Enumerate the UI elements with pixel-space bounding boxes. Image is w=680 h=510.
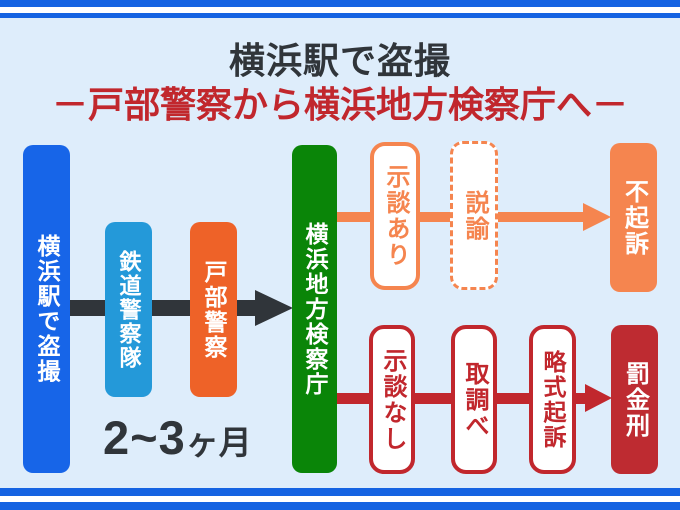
node-yokohama-station-voyeurism: 横浜駅で盗撮 (23, 145, 70, 473)
node-interrogation: 取調べ (451, 325, 497, 474)
node-non-prosecution: 不起訴 (610, 143, 657, 292)
duration-label: 2~3 ヶ月 (103, 410, 263, 465)
node-label: 示談あり (382, 164, 409, 268)
arrow-head-admonition-to-nonprosecution (583, 203, 611, 231)
node-fine-penalty: 罰金刑 (611, 325, 658, 474)
connector-prosecutor-to-settlement-yes (336, 212, 372, 222)
node-yokohama-district-prosecutors-office: 横浜地方検察庁 (292, 145, 337, 473)
bottom-border-line (0, 488, 680, 496)
connector-prosecutor-to-settlement-no (336, 393, 371, 404)
arrow-head-police-to-prosecutor (255, 290, 293, 326)
duration-value: 2~3 (103, 411, 186, 464)
node-railway-police-unit: 鉄道警察隊 (105, 222, 152, 397)
node-no-settlement: 示談なし (369, 325, 415, 474)
node-label: 取調べ (461, 360, 488, 439)
page-subtitle: －戸部警察から横浜地方検察庁へ－ (51, 84, 628, 125)
page-title: 横浜駅で盗撮 (228, 40, 451, 81)
node-label: 略式起訴 (540, 349, 566, 450)
connector-settlement-no-to-interrogation (413, 393, 453, 404)
node-admonition: 説諭 (450, 141, 498, 290)
node-label: 示談なし (379, 347, 406, 452)
connector-interrogation-to-indictment (495, 393, 531, 404)
top-border-line (0, 13, 680, 18)
node-label: 罰金刑 (621, 360, 649, 439)
arrow-shaft-admonition-to-nonprosecution (496, 212, 584, 222)
connector-settlement-yes-to-admonition (418, 212, 452, 222)
node-summary-indictment: 略式起訴 (529, 325, 576, 474)
node-label: 不起訴 (620, 178, 648, 257)
node-tobe-police: 戸部警察 (190, 222, 237, 397)
bottom-border-bar (0, 502, 680, 510)
node-label: 横浜駅で盗撮 (34, 234, 60, 384)
top-border-gap (0, 7, 680, 13)
node-label: 鉄道警察隊 (116, 249, 142, 370)
arrow-shaft-indictment-to-fine (574, 393, 586, 404)
node-label: 戸部警察 (201, 259, 227, 360)
bottom-border-gap (0, 496, 680, 502)
node-label: 横浜地方検察庁 (302, 221, 328, 397)
node-label: 説諭 (461, 189, 488, 242)
arrow-head-indictment-to-fine (585, 384, 612, 412)
duration-unit: ヶ月 (185, 424, 252, 461)
top-border-bar (0, 0, 680, 7)
node-settlement-reached: 示談あり (370, 142, 420, 290)
